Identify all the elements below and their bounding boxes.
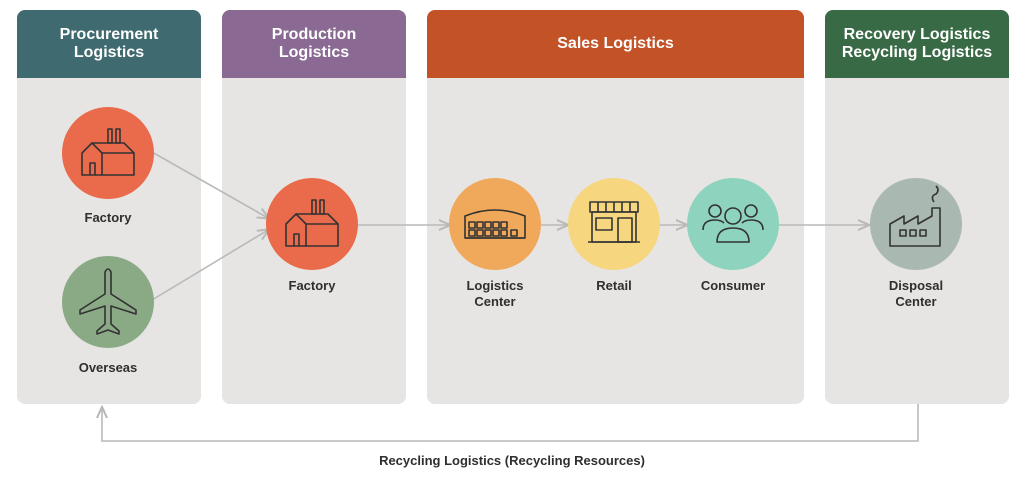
airplane-icon xyxy=(79,268,137,335)
warehouse-icon xyxy=(464,209,526,239)
overseas-label: Overseas xyxy=(78,360,138,375)
consumer-circle xyxy=(687,178,779,270)
sales-header: Sales Logistics xyxy=(427,10,804,78)
procurement-factory-circle xyxy=(62,107,154,199)
disposal-factory-icon xyxy=(889,185,941,247)
recovery-header: Recovery Logistics Recycling Logistics xyxy=(825,10,1009,78)
logistics-center-label: Logistics Center xyxy=(466,278,524,309)
arrow-recycling-loop xyxy=(102,404,919,442)
disposal-center-label: Disposal Center xyxy=(888,278,944,309)
procurement-factory-label: Factory xyxy=(84,210,132,225)
production-header: Production Logistics xyxy=(222,10,406,78)
retail-circle xyxy=(568,178,660,270)
arrow-factory-to-production xyxy=(151,151,268,218)
retail-label: Retail xyxy=(596,278,632,293)
factory-icon xyxy=(285,199,339,247)
production-panel: Production Logistics xyxy=(222,10,406,404)
logistics-center-circle xyxy=(449,178,541,270)
storefront-icon xyxy=(588,201,640,243)
disposal-center-circle xyxy=(870,178,962,270)
procurement-header: Procurement Logistics xyxy=(17,10,201,78)
consumer-label: Consumer xyxy=(700,278,766,293)
recycling-caption: Recycling Logistics (Recycling Resources… xyxy=(379,453,645,468)
factory-icon xyxy=(81,128,135,176)
production-factory-circle xyxy=(266,178,358,270)
overseas-circle xyxy=(62,256,154,348)
people-icon xyxy=(702,204,764,243)
arrow-overseas-to-production xyxy=(151,230,268,301)
production-factory-label: Factory xyxy=(288,278,336,293)
